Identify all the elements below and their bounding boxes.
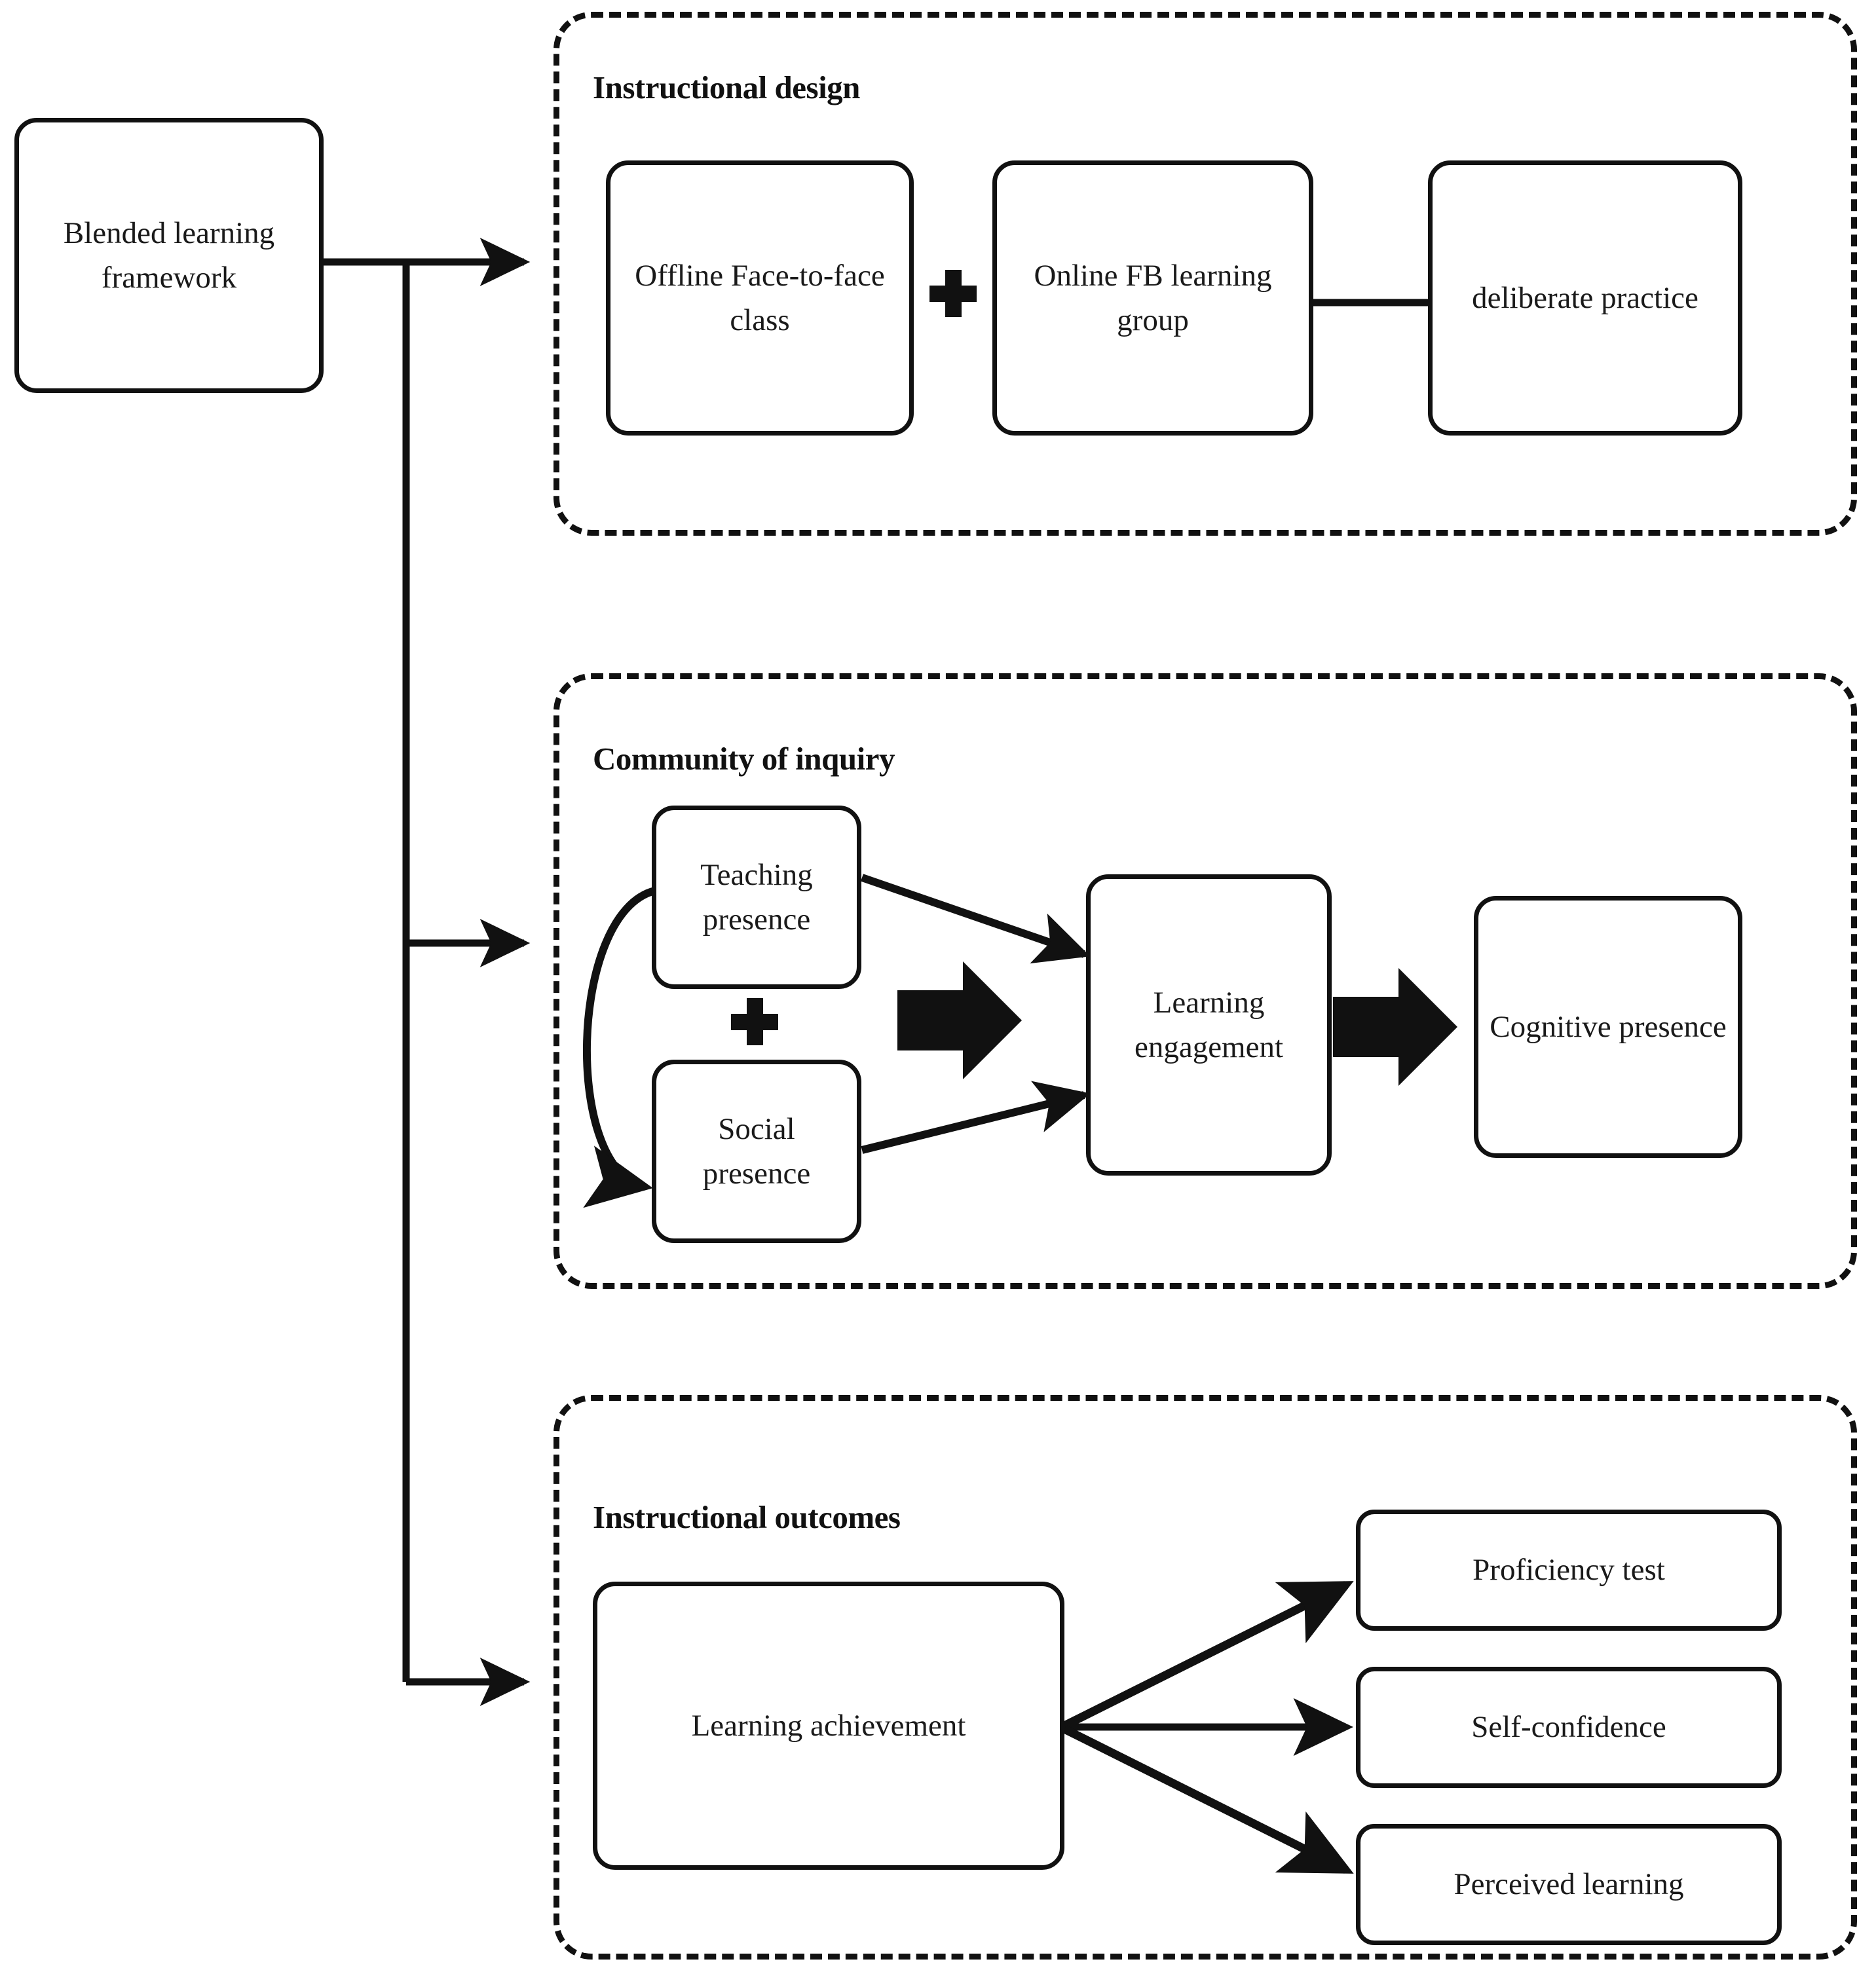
node-label: Teaching presence <box>700 857 813 937</box>
group-instructional-outcomes <box>553 1395 1857 1960</box>
node-label: Offline Face-to-face class <box>635 258 885 337</box>
node-blended-learning-framework[interactable]: Blended learning framework <box>14 118 324 393</box>
node-label: Learning achievement <box>691 1708 966 1743</box>
node-label: Self-confidence <box>1471 1710 1666 1745</box>
node-label: Blended learning framework <box>63 215 275 295</box>
node-label: deliberate practice <box>1472 280 1698 315</box>
node-proficiency-test[interactable]: Proficiency test <box>1356 1510 1782 1631</box>
node-online-fb-learning-group[interactable]: Online FB learning group <box>992 160 1313 436</box>
node-label: Proficiency test <box>1473 1553 1665 1588</box>
node-label: Online FB learning group <box>1034 258 1272 337</box>
node-cognitive-presence[interactable]: Cognitive presence <box>1474 896 1742 1158</box>
node-teaching-presence[interactable]: Teaching presence <box>652 806 861 989</box>
group-title-instructional-design: Instructional design <box>593 69 860 105</box>
node-label: Cognitive presence <box>1490 1009 1727 1044</box>
node-perceived-learning[interactable]: Perceived learning <box>1356 1824 1782 1945</box>
node-learning-achievement[interactable]: Learning achievement <box>593 1582 1064 1870</box>
node-social-presence[interactable]: Social presence <box>652 1060 861 1243</box>
node-deliberate-practice[interactable]: deliberate practice <box>1428 160 1742 436</box>
group-title-instructional-outcomes: Instructional outcomes <box>593 1499 901 1535</box>
node-label: Social presence <box>702 1111 811 1191</box>
group-instructional-design <box>553 12 1857 536</box>
node-label: Perceived learning <box>1454 1867 1684 1902</box>
node-learning-engagement[interactable]: Learning engagement <box>1086 874 1332 1176</box>
group-title-community-of-inquiry: Community of inquiry <box>593 741 895 777</box>
root-trunk <box>170 238 531 1706</box>
node-self-confidence[interactable]: Self-confidence <box>1356 1667 1782 1788</box>
node-offline-face-to-face-class[interactable]: Offline Face-to-face class <box>606 160 914 436</box>
node-label: Learning engagement <box>1134 985 1284 1064</box>
group-community-of-inquiry <box>553 673 1857 1289</box>
